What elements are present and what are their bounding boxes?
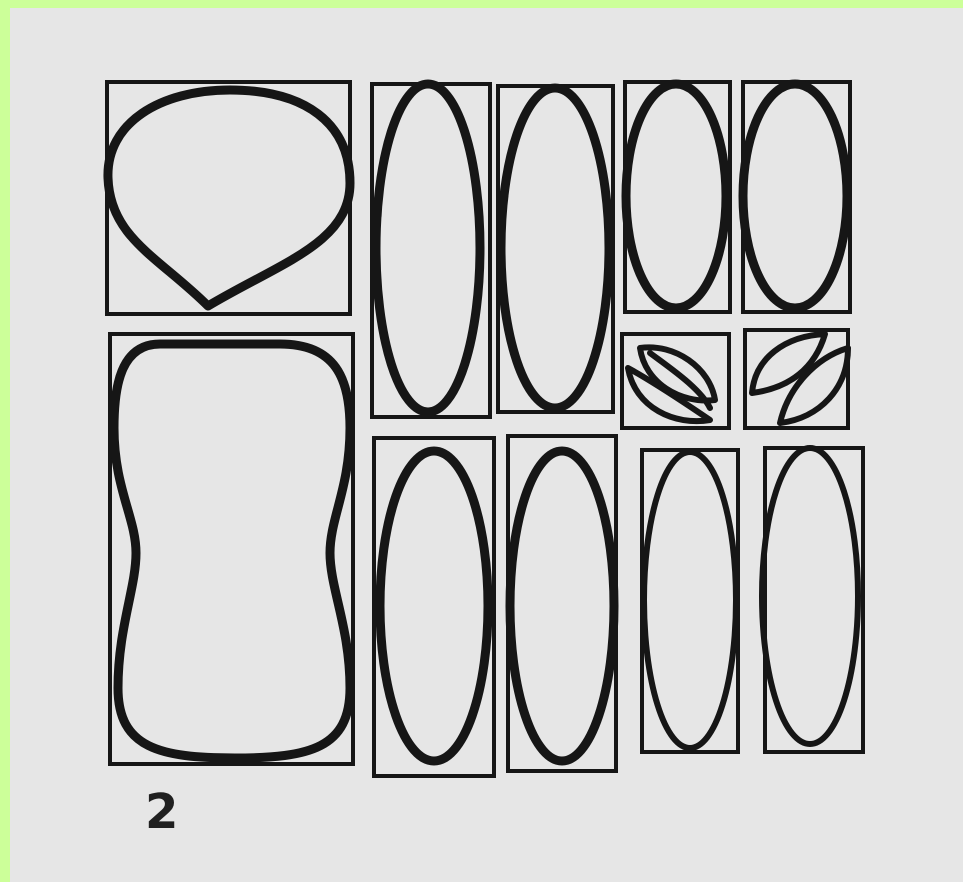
ellipse-shape (743, 84, 847, 308)
letterform-diagram (10, 8, 963, 882)
cell-row2-col5 (762, 448, 863, 752)
cell-small-right (745, 330, 848, 428)
ellipse-shape (376, 84, 480, 412)
teardrop-shape (108, 90, 350, 306)
cell-row2-col3 (508, 436, 616, 771)
ellipse-shape (626, 84, 726, 308)
ellipse-shape (380, 451, 488, 761)
cell-row1-col4 (625, 82, 730, 312)
ellipse-shape (644, 452, 736, 748)
cell-top-left (107, 82, 350, 314)
figure-number: 2 (145, 788, 178, 836)
frame-box (374, 438, 494, 776)
ellipse-shape (501, 88, 609, 408)
ellipse-shape (510, 451, 614, 761)
frame-box (110, 334, 353, 764)
cell-row1-col5 (743, 82, 850, 312)
cell-row1-col3 (498, 86, 613, 412)
cell-row2-col4 (642, 450, 738, 752)
ellipse-shape (762, 448, 858, 744)
cell-row2-col2 (374, 438, 494, 776)
pinched-oval-shape (114, 344, 350, 758)
cell-small-left (622, 334, 729, 428)
figure-panel: 2 (10, 8, 963, 882)
cell-row1-col2 (372, 84, 490, 417)
cell-bottom-left (110, 334, 353, 764)
